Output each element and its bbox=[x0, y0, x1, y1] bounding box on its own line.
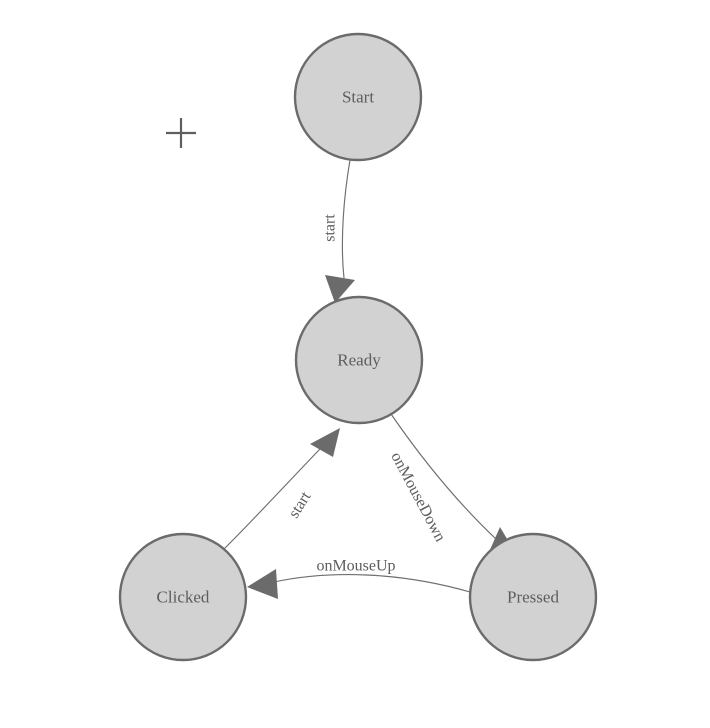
edge-path-ready-to-pressed[interactable] bbox=[390, 413, 498, 541]
edge-label-start-to-ready: start bbox=[322, 214, 339, 242]
node-circle-pressed[interactable] bbox=[468, 532, 598, 662]
edge-path-clicked-to-ready[interactable] bbox=[223, 448, 321, 550]
node-ready[interactable]: Ready bbox=[294, 295, 424, 425]
arrowhead-into-ready-from-clicked bbox=[310, 428, 340, 457]
node-circle-clicked[interactable] bbox=[118, 532, 248, 662]
node-clicked[interactable]: Clicked bbox=[118, 532, 248, 662]
node-start[interactable]: Start bbox=[293, 32, 423, 162]
edge-start-to-ready[interactable]: start bbox=[322, 159, 356, 303]
node-circle-start[interactable] bbox=[293, 32, 423, 162]
node-circle-ready[interactable] bbox=[294, 295, 424, 425]
edge-path-start-to-ready[interactable] bbox=[341, 159, 351, 279]
edge-label-clicked-to-ready: start bbox=[285, 488, 314, 521]
edge-label-pressed-to-clicked: onMouseUp bbox=[316, 558, 395, 575]
edge-path-pressed-to-clicked[interactable] bbox=[273, 574, 471, 593]
edge-label-ready-to-pressed: onMouseDown bbox=[387, 449, 448, 544]
edge-ready-to-pressed[interactable]: onMouseDown bbox=[387, 413, 519, 559]
arrowhead-into-ready-from-start bbox=[325, 275, 355, 303]
plus-marker[interactable] bbox=[166, 118, 196, 148]
edge-clicked-to-ready[interactable]: start bbox=[223, 428, 340, 550]
arrowhead-into-clicked bbox=[247, 569, 278, 599]
node-pressed[interactable]: Pressed bbox=[468, 532, 598, 662]
edge-pressed-to-clicked[interactable]: onMouseUp bbox=[247, 558, 471, 600]
